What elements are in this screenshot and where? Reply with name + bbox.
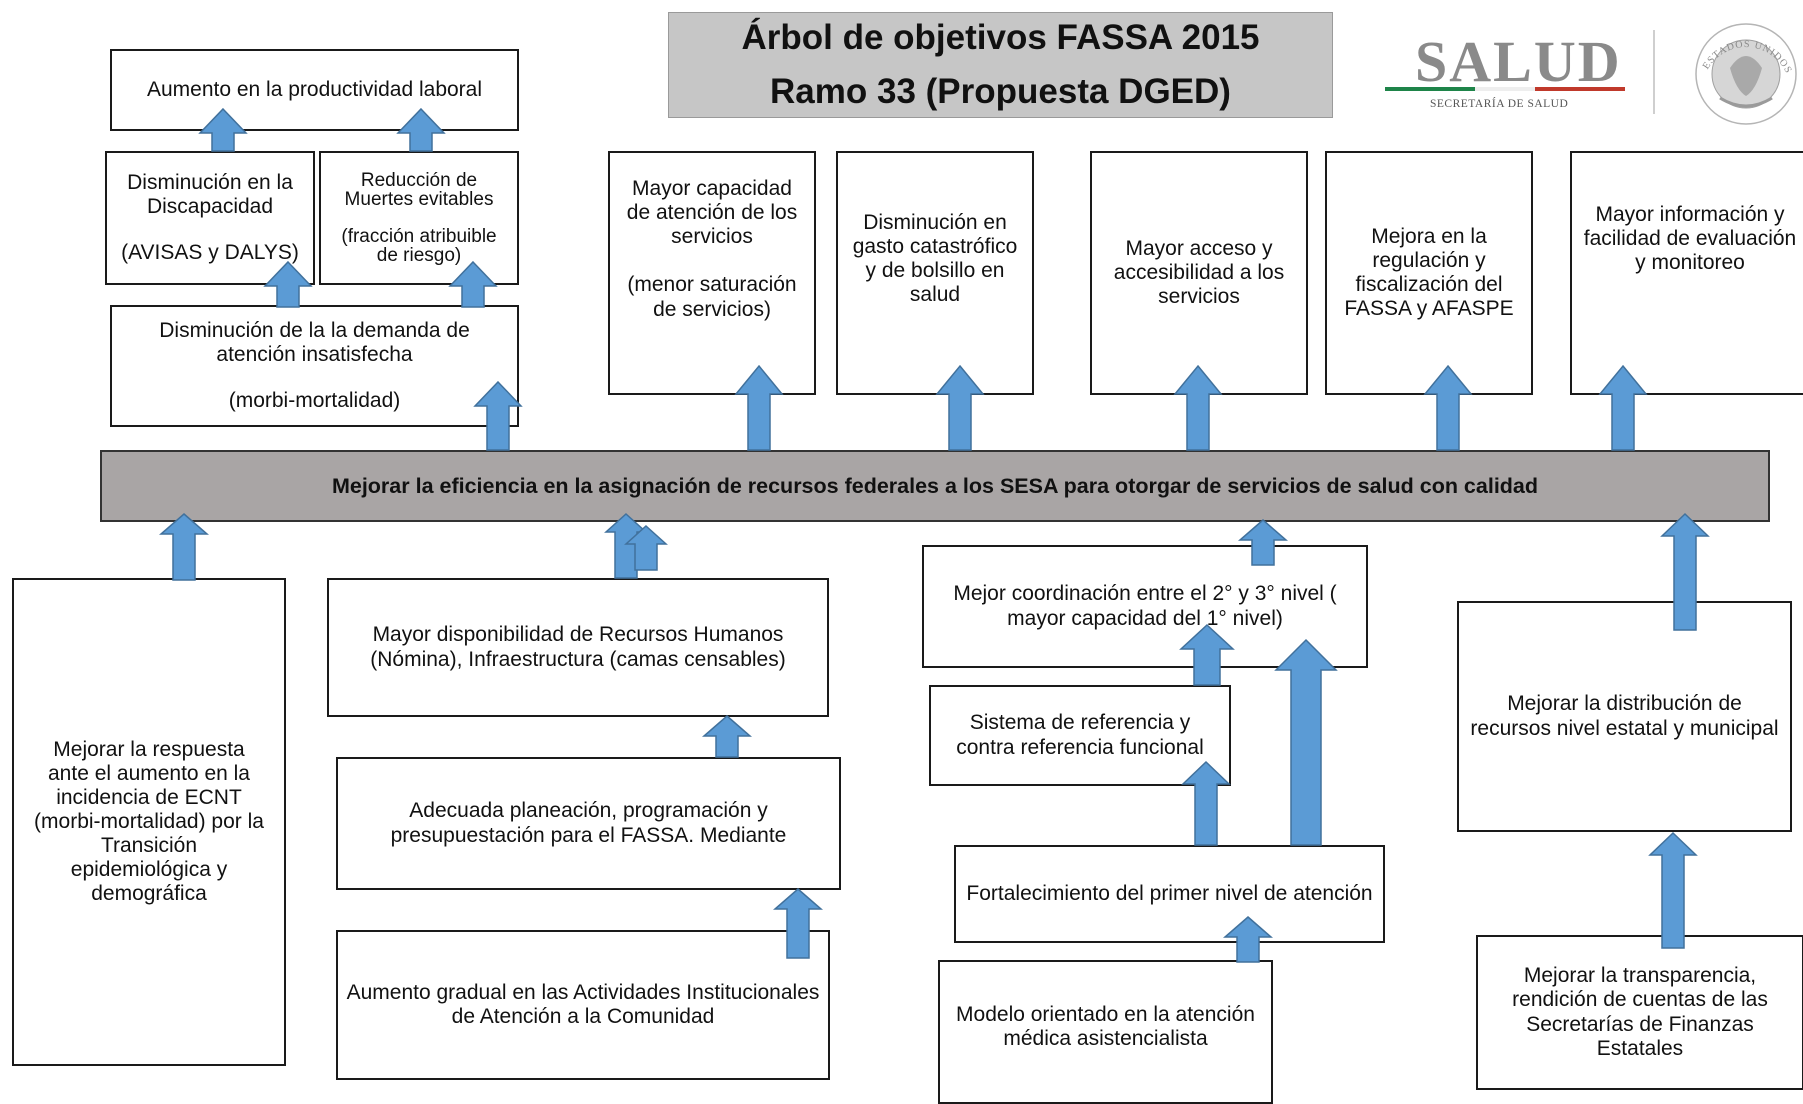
box-primer-nivel-text: Fortalecimiento del primer nivel de aten… [966, 881, 1373, 905]
diagram-title: Árbol de objetivos FASSA 2015 Ramo 33 (P… [668, 12, 1333, 118]
box-respuesta-ecnt: Mejorar la respuesta ante el aumento en … [12, 578, 286, 1066]
box-planeacion-programacion: Adecuada planeación, programación y pres… [336, 757, 841, 890]
arrow-ecnt-to-central [158, 513, 210, 581]
arrow-planeacion-to-rrhh [701, 715, 753, 758]
box-actividades-institucionales: Aumento gradual en las Actividades Insti… [336, 930, 830, 1080]
box-productividad-text: Aumento en la productividad laboral [146, 77, 483, 101]
box-muertes-title: Reducción de Muertes evitables [344, 170, 494, 210]
box-transparencia-text: Mejorar la transparencia, rendición de c… [1512, 964, 1768, 1060]
box-distribucion-text: Mejorar la distribución de recursos nive… [1470, 692, 1779, 740]
arrow-rrhh-to-central-b [624, 524, 668, 571]
logo-tricolor-rule [1385, 87, 1625, 91]
arrow-primer-nivel-to-coordinacion [1274, 638, 1338, 846]
box-demanda-note: (morbi-mortalidad) [228, 389, 401, 413]
mexico-seal-logo: ESTADOS UNIDOS MEXICANOS [1690, 8, 1797, 125]
central-objective-text: Mejorar la eficiencia en la asignación d… [331, 473, 1539, 498]
box-modelo-text: Modelo orientado en la atención médica a… [956, 1002, 1255, 1050]
box-distribucion-recursos: Mejorar la distribución de recursos nive… [1457, 601, 1792, 832]
box-actividades-text: Aumento gradual en las Actividades Insti… [346, 980, 820, 1028]
box-capacidad-title: Mayor capacidad de atención de los servi… [626, 177, 798, 249]
box-discapacidad-note: (AVISAS y DALYS) [121, 241, 299, 265]
box-modelo-asistencialista: Modelo orientado en la atención médica a… [938, 960, 1273, 1104]
box-referencia-text: Sistema de referencia y contra referenci… [956, 711, 1204, 759]
central-objective-bar: Mejorar la eficiencia en la asignación d… [100, 450, 1770, 522]
box-capacidad-atencion: Mayor capacidad de atención de los servi… [608, 151, 816, 395]
box-informacion-evaluacion: Mayor información y facilidad de evaluac… [1570, 151, 1803, 395]
box-regulacion-fassa: Mejora en la regulación y fiscalización … [1325, 151, 1533, 395]
box-rrhh-text: Mayor disponibilidad de Recursos Humanos… [370, 623, 786, 671]
box-ecnt-text: Mejorar la respuesta ante el aumento en … [34, 737, 264, 906]
title-line-2: Ramo 33 (Propuesta DGED) [770, 72, 1231, 111]
box-gasto-catastrofico: Disminución en gasto catastrófico y de b… [836, 151, 1034, 395]
box-discapacidad-title: Disminución en la Discapacidad [127, 170, 293, 218]
box-demanda-insatisfecha: Disminución de la la demanda de atención… [110, 305, 519, 427]
box-acceso-text: Mayor acceso y accesibilidad a los servi… [1113, 237, 1285, 309]
box-muertes-note: (fracción atribuible de riesgo) [341, 226, 497, 266]
box-acceso-servicios: Mayor acceso y accesibilidad a los servi… [1090, 151, 1308, 395]
box-recursos-humanos: Mayor disponibilidad de Recursos Humanos… [327, 578, 829, 717]
logo-divider [1653, 30, 1655, 114]
title-line-1: Árbol de objetivos FASSA 2015 [741, 17, 1260, 57]
box-discapacidad: Disminución en la Discapacidad (AVISAS y… [105, 151, 315, 285]
arrow-rrhh-to-central-a [604, 512, 648, 579]
box-muertes-evitables: Reducción de Muertes evitables (fracción… [319, 151, 519, 285]
box-productividad-laboral: Aumento en la productividad laboral [110, 49, 519, 131]
box-capacidad-note: (menor saturación de servicios) [627, 273, 797, 321]
box-informacion-text: Mayor información y facilidad de evaluac… [1583, 203, 1797, 275]
box-coordinacion-niveles: Mejor coordinación entre el 2° y 3° nive… [922, 545, 1368, 668]
box-coordinacion-text: Mejor coordinación entre el 2° y 3° nive… [953, 582, 1337, 630]
box-gasto-text: Disminución en gasto catastrófico y de b… [852, 211, 1018, 307]
box-sistema-referencia: Sistema de referencia y contra referenci… [929, 685, 1231, 786]
box-fortalecimiento-primer-nivel: Fortalecimiento del primer nivel de aten… [954, 845, 1385, 943]
box-regulacion-text: Mejora en la regulación y fiscalización … [1344, 225, 1514, 321]
box-transparencia-finanzas: Mejorar la transparencia, rendición de c… [1476, 935, 1803, 1090]
salud-logo-word: SALUD [1415, 29, 1622, 94]
box-planeacion-text: Adecuada planeación, programación y pres… [390, 799, 787, 847]
arrow-transparencia-to-distribucion [1648, 831, 1698, 949]
salud-logo-subtitle: SECRETARÍA DE SALUD [1430, 98, 1569, 110]
box-demanda-title: Disminución de la la demanda de atención… [159, 318, 470, 366]
